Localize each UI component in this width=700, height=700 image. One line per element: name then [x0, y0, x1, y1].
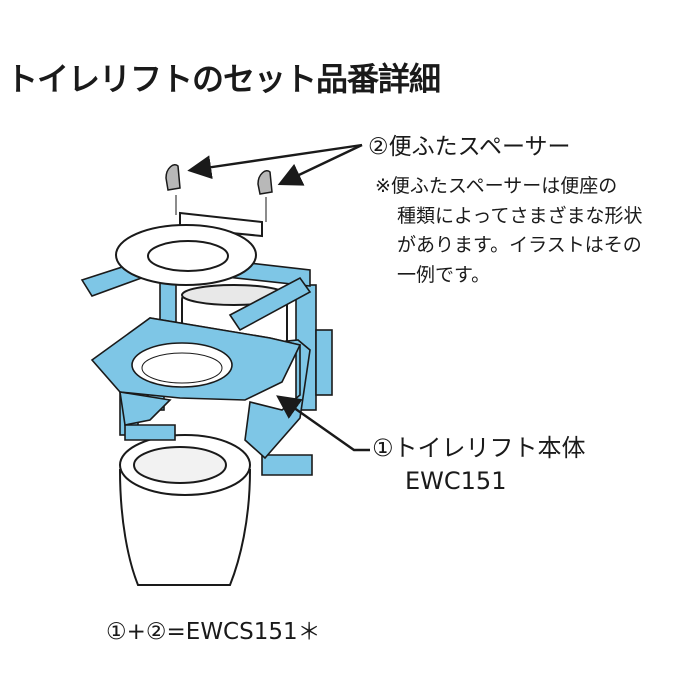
page-title: トイレリフトのセット品番詳細	[6, 60, 441, 98]
spacer-note: ※便ふたスペーサーは便座の 種類によってさまざまな形状 があります。イラストはそ…	[375, 172, 642, 290]
lift-body-model: EWC151	[405, 467, 507, 495]
note-line: 一例です。	[397, 263, 491, 286]
lid-spacer-right	[257, 170, 273, 195]
note-line: があります。イラストはその	[397, 234, 642, 256]
toilet-seat	[115, 211, 263, 286]
body-leader-arrow	[276, 395, 370, 452]
lift-body-name: ①トイレリフト本体	[372, 434, 586, 462]
note-line: ※便ふたスペーサーは便座の	[375, 175, 618, 197]
set-formula: ①+②=EWCS151＊	[106, 619, 321, 645]
spacer-label: ②便ふたスペーサー	[368, 134, 571, 160]
lid-spacer-left	[165, 164, 181, 191]
note-line: 種類によってさまざまな形状	[397, 204, 643, 227]
lift-body-label: ①トイレリフト本体 EWC151	[372, 432, 586, 498]
toilet-bowl	[118, 434, 252, 586]
spacer-leader-arrows	[187, 143, 363, 186]
